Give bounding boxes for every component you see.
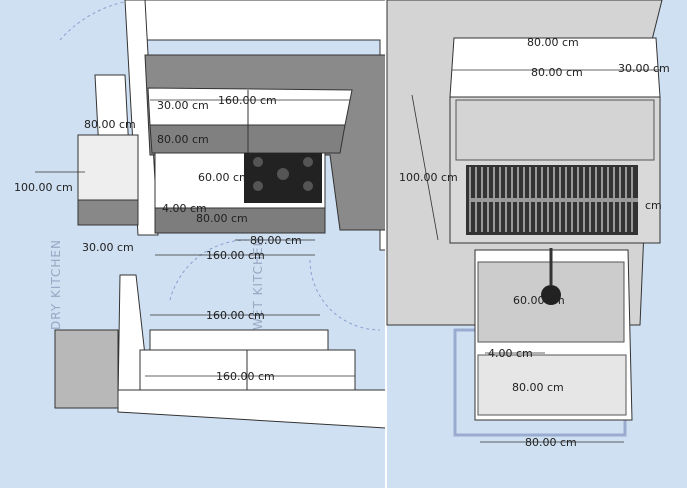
- dim-cabinet-height: 100.00 cm: [399, 171, 458, 184]
- dim-sink-depth: 60.00 cm: [513, 294, 565, 307]
- dim-cabinet-depth: 30.00 cm: [618, 62, 670, 75]
- dim-upper-width: 160.00 cm: [218, 94, 277, 107]
- base-cabinet-front: [154, 207, 326, 234]
- sink-drain: [541, 285, 561, 305]
- drawers: [477, 354, 627, 416]
- dim-backsplash: 4.00 cm: [162, 202, 207, 215]
- dim-tall-depth: 30.00 cm: [82, 241, 134, 254]
- dim-cabinet-width: 80.00 cm: [531, 66, 583, 79]
- dim-hob-width: 80.00 cm: [250, 234, 302, 247]
- dim-top-width: 80.00 cm: [527, 36, 579, 49]
- dim-upper-depth: 30.00 cm: [157, 99, 209, 112]
- dim-side-partial: cm: [645, 199, 662, 212]
- dim-tall-height: 80.00 cm: [84, 118, 136, 131]
- cabinet-door: [455, 99, 655, 161]
- dim-base-height: 80.00 cm: [512, 381, 564, 394]
- appliance: [54, 329, 119, 409]
- dim-side-width: 100.00 cm: [14, 181, 73, 194]
- dim-upper-height: 80.00 cm: [157, 133, 209, 146]
- dim-counter-depth: 60.00 cm: [198, 171, 250, 184]
- dim-island-top: 160.00 cm: [206, 309, 265, 322]
- dim-island-front: 160.00 cm: [216, 370, 275, 383]
- room-label: WET KITCHEN: [251, 236, 265, 330]
- dim-backsplash: 4.00 cm: [488, 347, 533, 360]
- dim-base-width: 80.00 cm: [525, 436, 577, 449]
- door-swing-arc: [309, 259, 381, 331]
- dim-base-width: 160.00 cm: [206, 249, 265, 262]
- door-swing-arc: [169, 239, 251, 301]
- room-label: DRY KITCHEN: [49, 239, 63, 330]
- dim-base-height: 80.00 cm: [196, 212, 248, 225]
